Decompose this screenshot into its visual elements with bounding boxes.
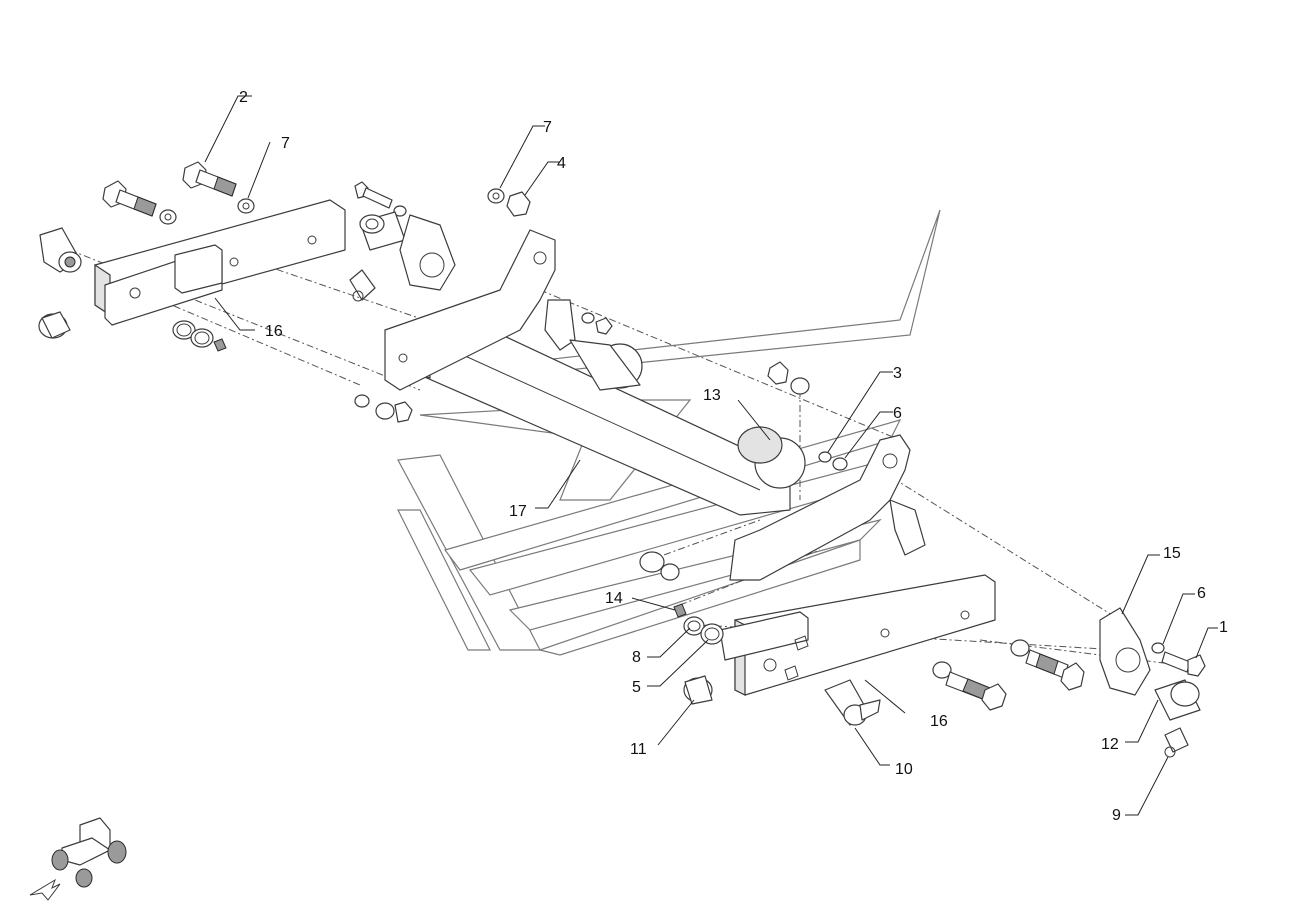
callout-16: 16 bbox=[265, 323, 283, 340]
callout-9: 9 bbox=[1112, 807, 1121, 824]
callout-10: 10 bbox=[895, 761, 913, 778]
left-plate-assembly bbox=[94, 199, 346, 326]
callout-15: 15 bbox=[1163, 545, 1181, 562]
callout-8: 8 bbox=[632, 649, 641, 666]
leader-lines bbox=[204, 95, 1218, 816]
callout-13: 13 bbox=[703, 387, 721, 404]
left-bolts bbox=[102, 161, 255, 225]
callout-7: 7 bbox=[281, 135, 290, 152]
callout-16: 16 bbox=[930, 713, 948, 730]
right-hardware bbox=[639, 551, 1085, 726]
main-beam bbox=[354, 229, 791, 516]
left-rings bbox=[172, 320, 227, 352]
callout-5: 5 bbox=[632, 679, 641, 696]
callout-14: 14 bbox=[605, 590, 623, 607]
tractor-orientation-icon bbox=[29, 817, 127, 901]
callout-1: 1 bbox=[1219, 619, 1228, 636]
far-right-parts bbox=[1099, 607, 1206, 758]
left-pin bbox=[38, 227, 82, 339]
right-plate-assembly bbox=[719, 574, 996, 696]
callout-6: 6 bbox=[1197, 585, 1206, 602]
callout-12: 12 bbox=[1101, 736, 1119, 753]
right-bracket bbox=[729, 361, 926, 581]
callout-7: 7 bbox=[543, 119, 552, 136]
callout-3: 3 bbox=[893, 365, 902, 382]
callout-11: 11 bbox=[630, 741, 647, 758]
upper-hardware bbox=[349, 181, 531, 302]
callout-4: 4 bbox=[557, 155, 566, 172]
callout-6: 6 bbox=[893, 405, 902, 422]
callout-17: 17 bbox=[509, 503, 527, 520]
callout-labels: 2 7 7 4 16 13 3 6 17 15 6 1 14 8 5 16 12… bbox=[239, 89, 1228, 824]
callout-2: 2 bbox=[239, 89, 248, 106]
